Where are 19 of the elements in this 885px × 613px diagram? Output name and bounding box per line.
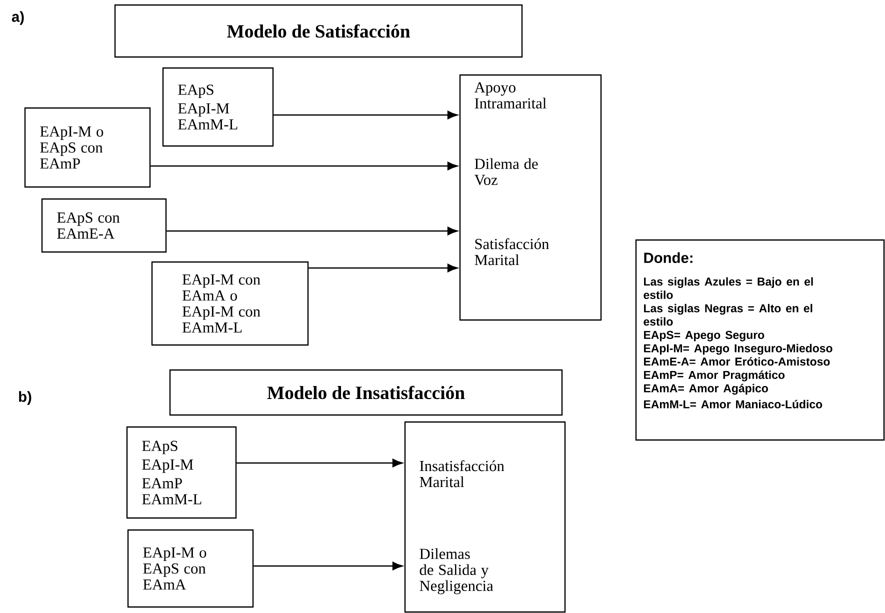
outcome-box: Apoyo Intramarital Dilema de Voz Satisfacción Marital (459, 74, 602, 321)
title-box: Modelo de Satisfacción (114, 4, 523, 58)
arrow (166, 226, 458, 236)
arrow (150, 162, 458, 170)
title-box: Modelo de Insatisfacción (169, 369, 563, 416)
legend-box: Donde: Las siglas Azules = Bajo en el estilo Las siglas Negras = Alto en el estilo EApS= Apego Seguro EApI-M= Apego Inseguro-Miedoso EAmE-A= Amor Erótico-Amistoso EAmP= Amor Pragmático EAmA= Amor Agápico EAmM-L= Amor Maniaco-Lúdico (635, 239, 885, 441)
outcome-box: Insatisfacción Marital Dilemas de Salida y Negligencia (404, 421, 566, 613)
style-box: EApI-M o EApS con EAmP (24, 107, 151, 188)
arrow (236, 458, 403, 468)
panel-label: b) (19, 391, 32, 405)
style-box: EApI-M con EAmA o EApI-M con EAmM-L (151, 261, 309, 346)
arrow (254, 562, 403, 570)
arrow (274, 110, 458, 120)
style-box: EApS EApI-M EAmP EAmM-L (126, 426, 237, 519)
arrow (308, 264, 458, 272)
panel-label: a) (12, 11, 24, 25)
style-box: EApI-M o EApS con EAmA (127, 529, 254, 608)
style-box: EApS con EAmE-A (41, 198, 167, 253)
style-box: EApS EApI-M EAmM-L (162, 67, 274, 147)
